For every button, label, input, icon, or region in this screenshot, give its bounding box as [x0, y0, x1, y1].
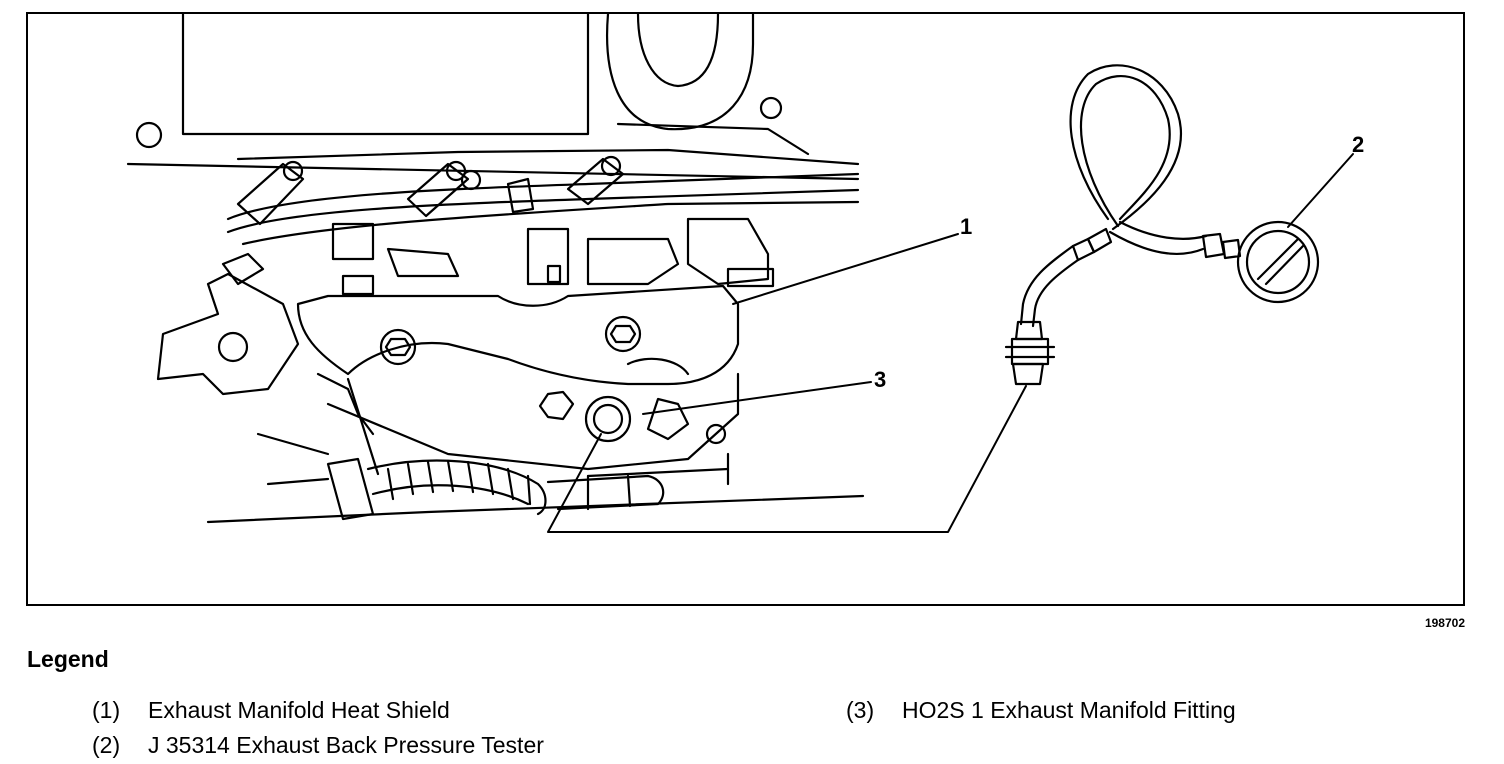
- legend-item-3: (3) HO2S 1 Exhaust Manifold Fitting: [846, 697, 1236, 724]
- callout-1: 1: [960, 214, 972, 239]
- legend-item-text: HO2S 1 Exhaust Manifold Fitting: [902, 697, 1236, 723]
- callout-3: 3: [874, 367, 886, 392]
- callout-2: 2: [1352, 132, 1364, 157]
- illustration-frame: 1 2 3: [26, 12, 1465, 606]
- figure-id: 198702: [1424, 616, 1465, 630]
- legend-item-number: (1): [92, 697, 121, 723]
- leader-lines: [547, 153, 1354, 533]
- engine-block: [126, 14, 860, 396]
- legend-item-number: (3): [846, 697, 875, 723]
- legend-item-1: (1) Exhaust Manifold Heat Shield: [92, 697, 450, 724]
- back-pressure-tester: [1004, 64, 1320, 386]
- legend-item-2: (2) J 35314 Exhaust Back Pressure Tester: [92, 732, 544, 759]
- legend-item-number: (2): [92, 732, 121, 758]
- lower-manifold: [206, 372, 865, 524]
- legend-item-text: J 35314 Exhaust Back Pressure Tester: [148, 732, 544, 758]
- heat-shield: [296, 284, 740, 386]
- legend-item-text: Exhaust Manifold Heat Shield: [148, 697, 450, 723]
- legend-title: Legend: [27, 646, 109, 672]
- engine-illustration: 1 2 3: [126, 14, 1364, 533]
